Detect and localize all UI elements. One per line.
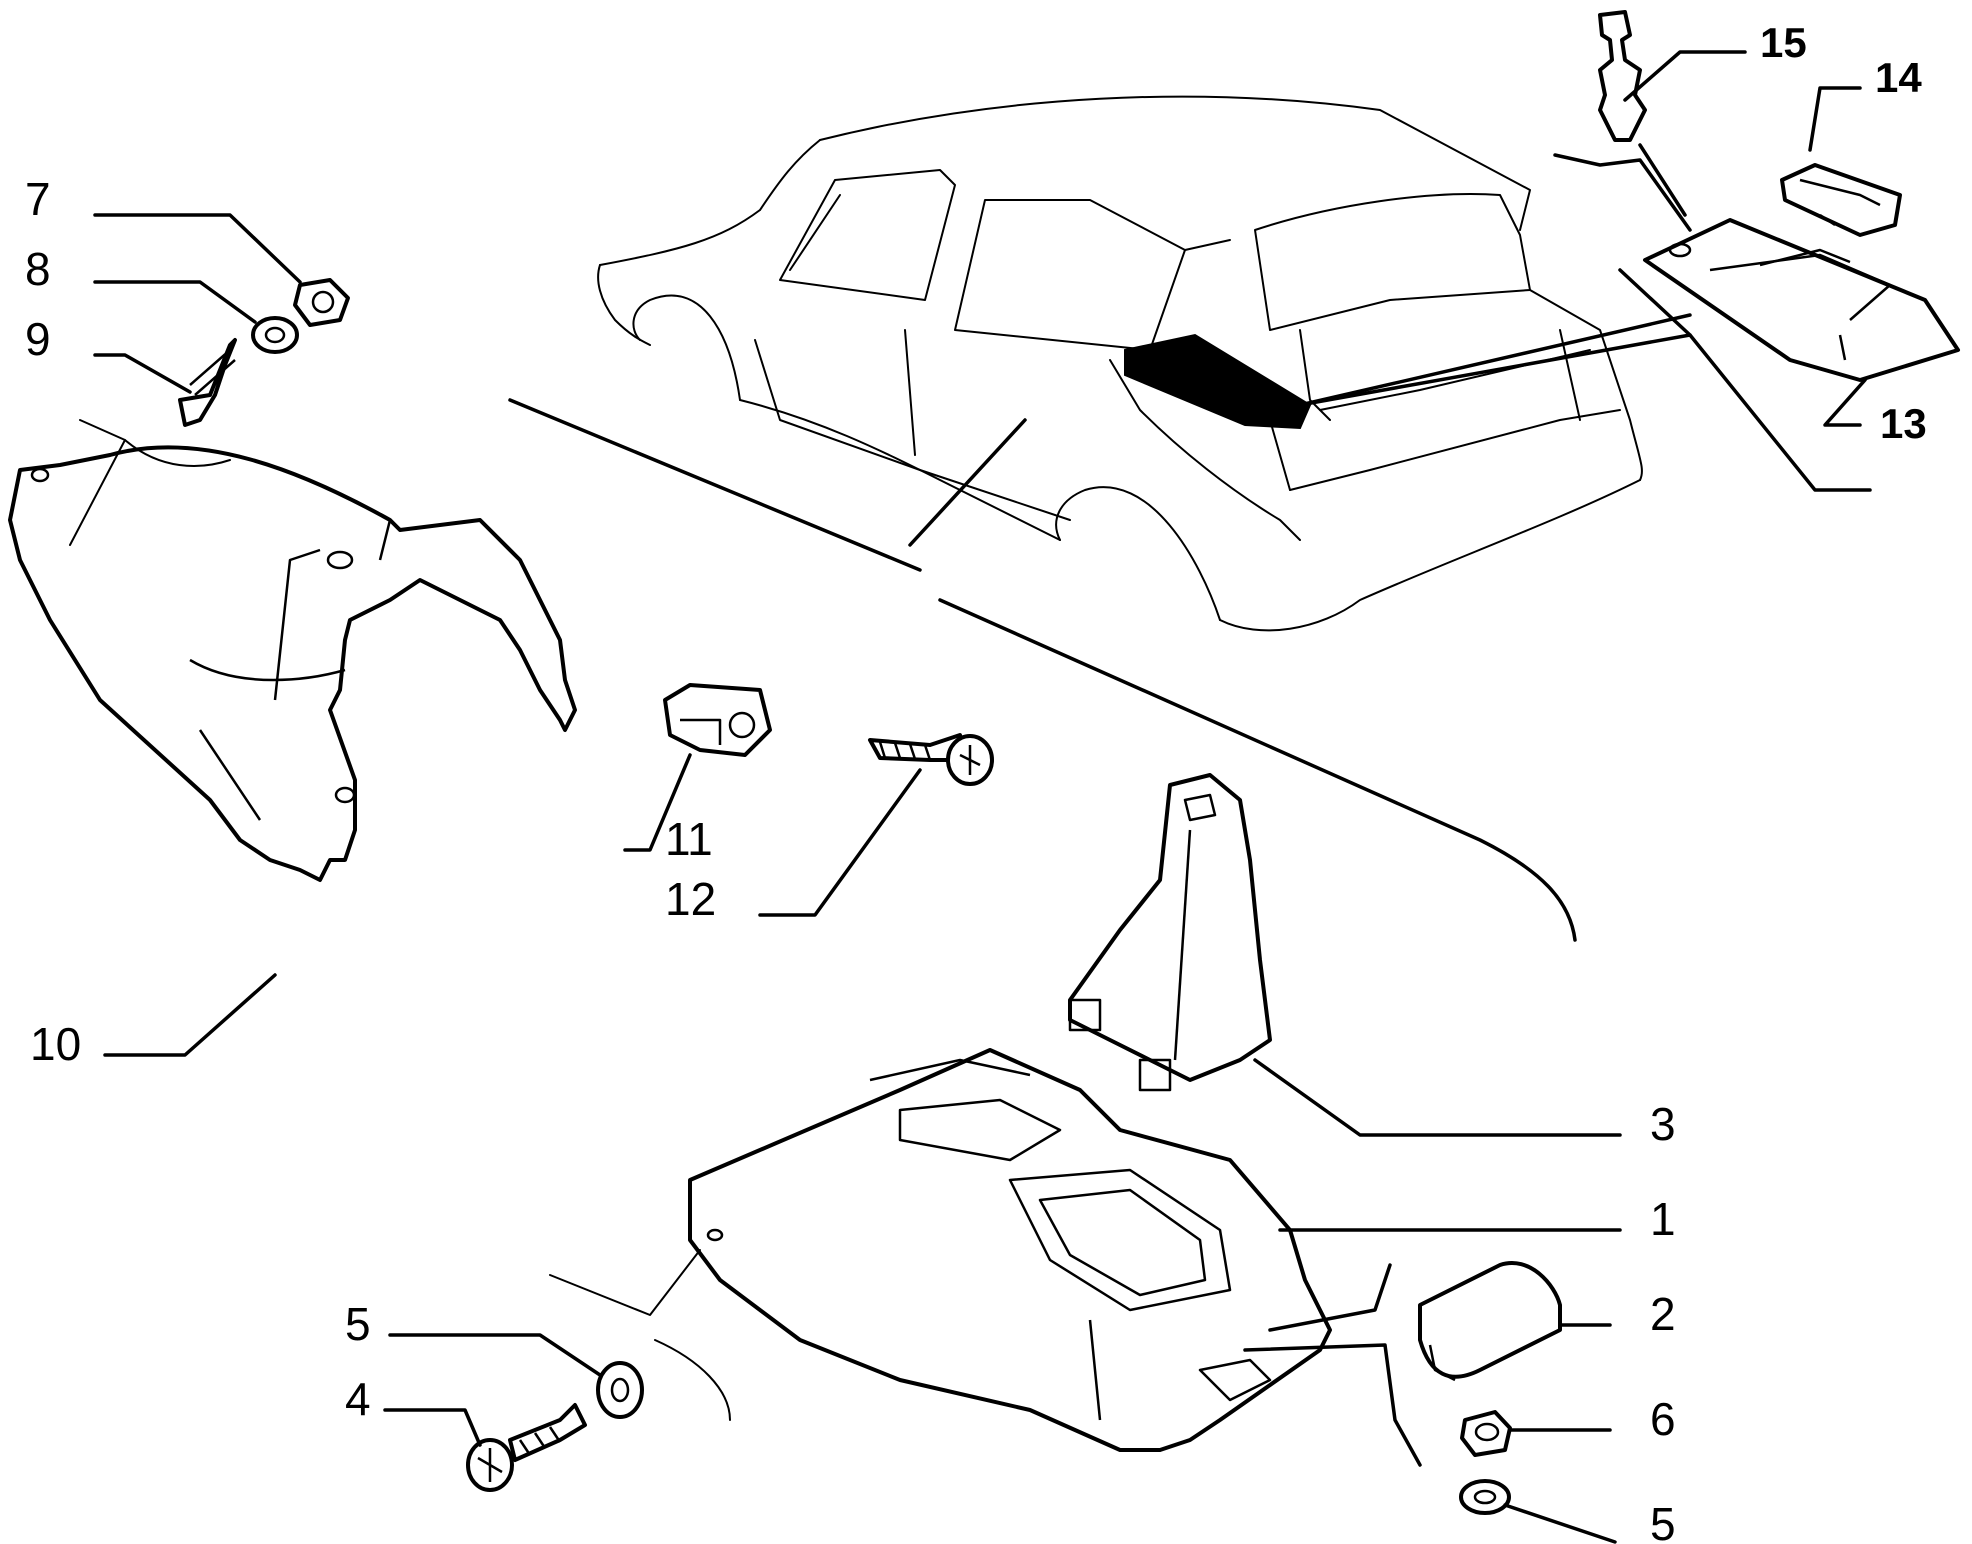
part-3-gear-boot [1068, 773, 1272, 1092]
callout-15: 15 [1760, 19, 1807, 66]
callout-1: 1 [1650, 1193, 1676, 1245]
callout-8: 8 [25, 243, 51, 295]
part-5-left-washer [596, 1361, 644, 1419]
callout-2: 2 [1650, 1288, 1676, 1340]
callout-5-lower: 5 [1650, 1498, 1676, 1544]
part-10-dash-cover [8, 445, 577, 882]
callout-12: 12 [665, 873, 716, 925]
part-4-screw [466, 1403, 587, 1492]
leader-lines [69, 50, 1872, 1544]
part-15-push-pin [1598, 10, 1647, 142]
callout-7: 7 [25, 173, 51, 225]
part-2-cap [1418, 1261, 1562, 1382]
part-13-rear-tray [1643, 218, 1960, 382]
callout-labels: 1 2 3 4 5 5 6 7 8 9 10 11 12 13 14 15 [25, 19, 1927, 1544]
part-12-screw [868, 733, 994, 786]
part-5-lower-washer [1459, 1479, 1511, 1515]
callout-6: 6 [1650, 1393, 1676, 1445]
callout-10: 10 [30, 1018, 81, 1070]
callout-13: 13 [1880, 400, 1927, 447]
car-body [508, 95, 1643, 942]
callout-14: 14 [1875, 54, 1922, 101]
part-1-center-console [688, 1048, 1332, 1452]
parts-7-8-9-fasteners [178, 278, 350, 427]
callout-9: 9 [25, 313, 51, 365]
part-11-clip [663, 683, 772, 757]
callout-3: 3 [1650, 1098, 1676, 1150]
part-14-bracket [1780, 163, 1902, 237]
callout-4: 4 [345, 1373, 371, 1425]
callout-11: 11 [665, 813, 713, 865]
callout-5-left: 5 [345, 1298, 371, 1350]
part-6-nut [1460, 1410, 1512, 1457]
